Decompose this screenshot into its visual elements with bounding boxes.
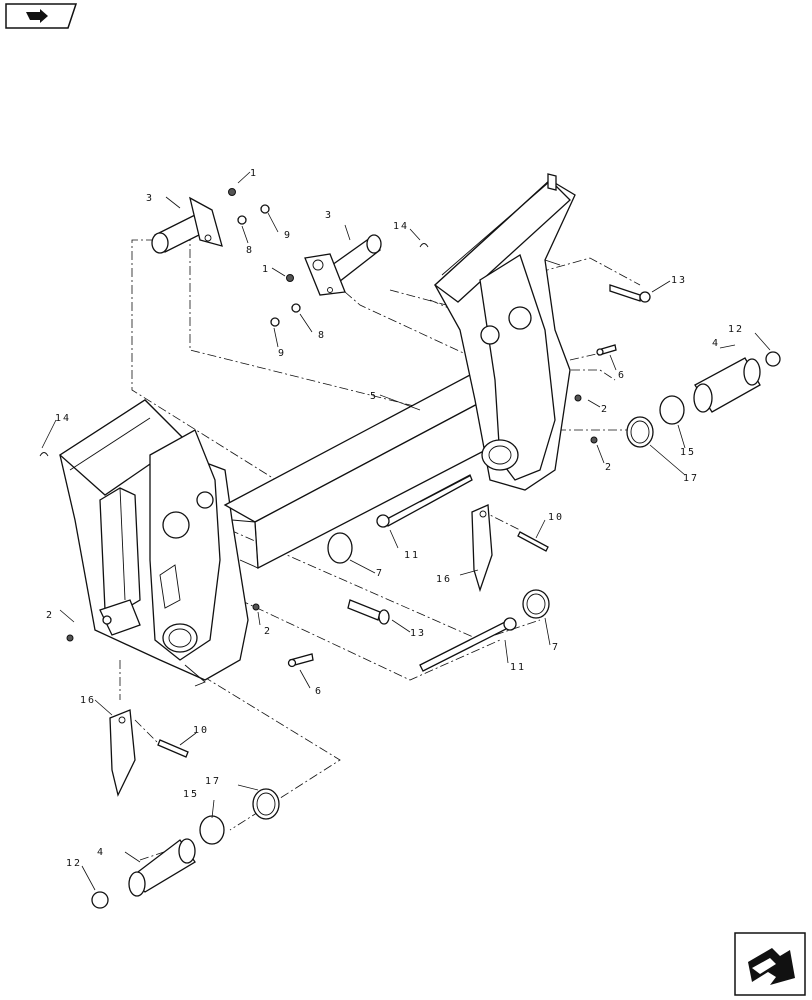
callout-3: 3 [325, 210, 333, 221]
small-fasteners [39, 188, 598, 642]
callout-9: 9 [278, 348, 286, 359]
callout-labels: 1 1 2 2 2 2 3 3 4 4 5 6 6 7 7 8 8 9 9 10… [46, 168, 744, 869]
callout-5: 5 [370, 391, 378, 402]
callout-2: 2 [605, 462, 613, 473]
callout-2: 2 [264, 626, 272, 637]
callout-10: 10 [548, 512, 564, 523]
plugs-washers-seals [199, 395, 685, 845]
callout-4: 4 [712, 338, 720, 349]
callout-13: 13 [671, 275, 687, 286]
callout-17: 17 [683, 473, 699, 484]
tapered-bushings [91, 351, 781, 909]
callout-11: 11 [404, 550, 420, 561]
threaded-rods [376, 474, 517, 672]
callout-2: 2 [601, 404, 609, 415]
callout-12: 12 [66, 858, 82, 869]
callout-1: 1 [262, 264, 270, 275]
callout-14: 14 [55, 413, 71, 424]
callout-8: 8 [318, 330, 326, 341]
hitch-pin-upper-left [151, 196, 223, 254]
previous-page-arrow-icon[interactable] [5, 3, 78, 29]
left-mounting-plate [58, 399, 249, 687]
bolts-and-pins [157, 284, 651, 758]
callout-14: 14 [393, 221, 409, 232]
callout-16: 16 [80, 695, 96, 706]
hitch-pin-upper-right [304, 234, 382, 296]
callout-leaders [41, 171, 771, 891]
callout-11: 11 [510, 662, 526, 673]
callout-7: 7 [376, 568, 384, 579]
callout-1: 1 [250, 168, 258, 179]
callout-3: 3 [146, 193, 154, 204]
callout-9: 9 [284, 230, 292, 241]
right-mounting-plate [433, 173, 576, 491]
callout-17: 17 [205, 776, 221, 787]
callout-2: 2 [46, 610, 54, 621]
callout-16: 16 [436, 574, 452, 585]
callout-6: 6 [315, 686, 323, 697]
latch-levers [109, 504, 493, 797]
callout-8: 8 [246, 245, 254, 256]
callout-4: 4 [97, 847, 105, 858]
callout-13: 13 [410, 628, 426, 639]
callout-12: 12 [728, 324, 744, 335]
callout-10: 10 [193, 725, 209, 736]
next-page-arrow-icon[interactable] [734, 932, 806, 996]
callout-7: 7 [552, 642, 560, 653]
crossbeam [223, 374, 506, 570]
callout-15: 15 [680, 447, 696, 458]
callout-6: 6 [618, 370, 626, 381]
callout-15: 15 [183, 789, 199, 800]
